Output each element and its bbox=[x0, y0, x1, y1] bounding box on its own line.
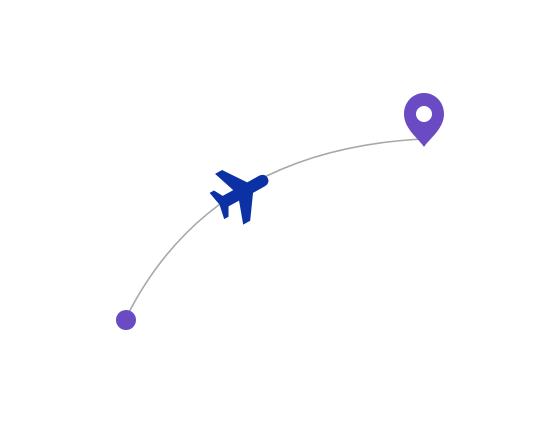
origin-dot-icon bbox=[116, 310, 136, 330]
location-pin-icon bbox=[404, 93, 444, 147]
flight-path-line bbox=[125, 138, 424, 319]
airplane-icon bbox=[209, 169, 269, 225]
location-pin-hole bbox=[416, 106, 432, 122]
airplane-shape bbox=[209, 169, 269, 225]
